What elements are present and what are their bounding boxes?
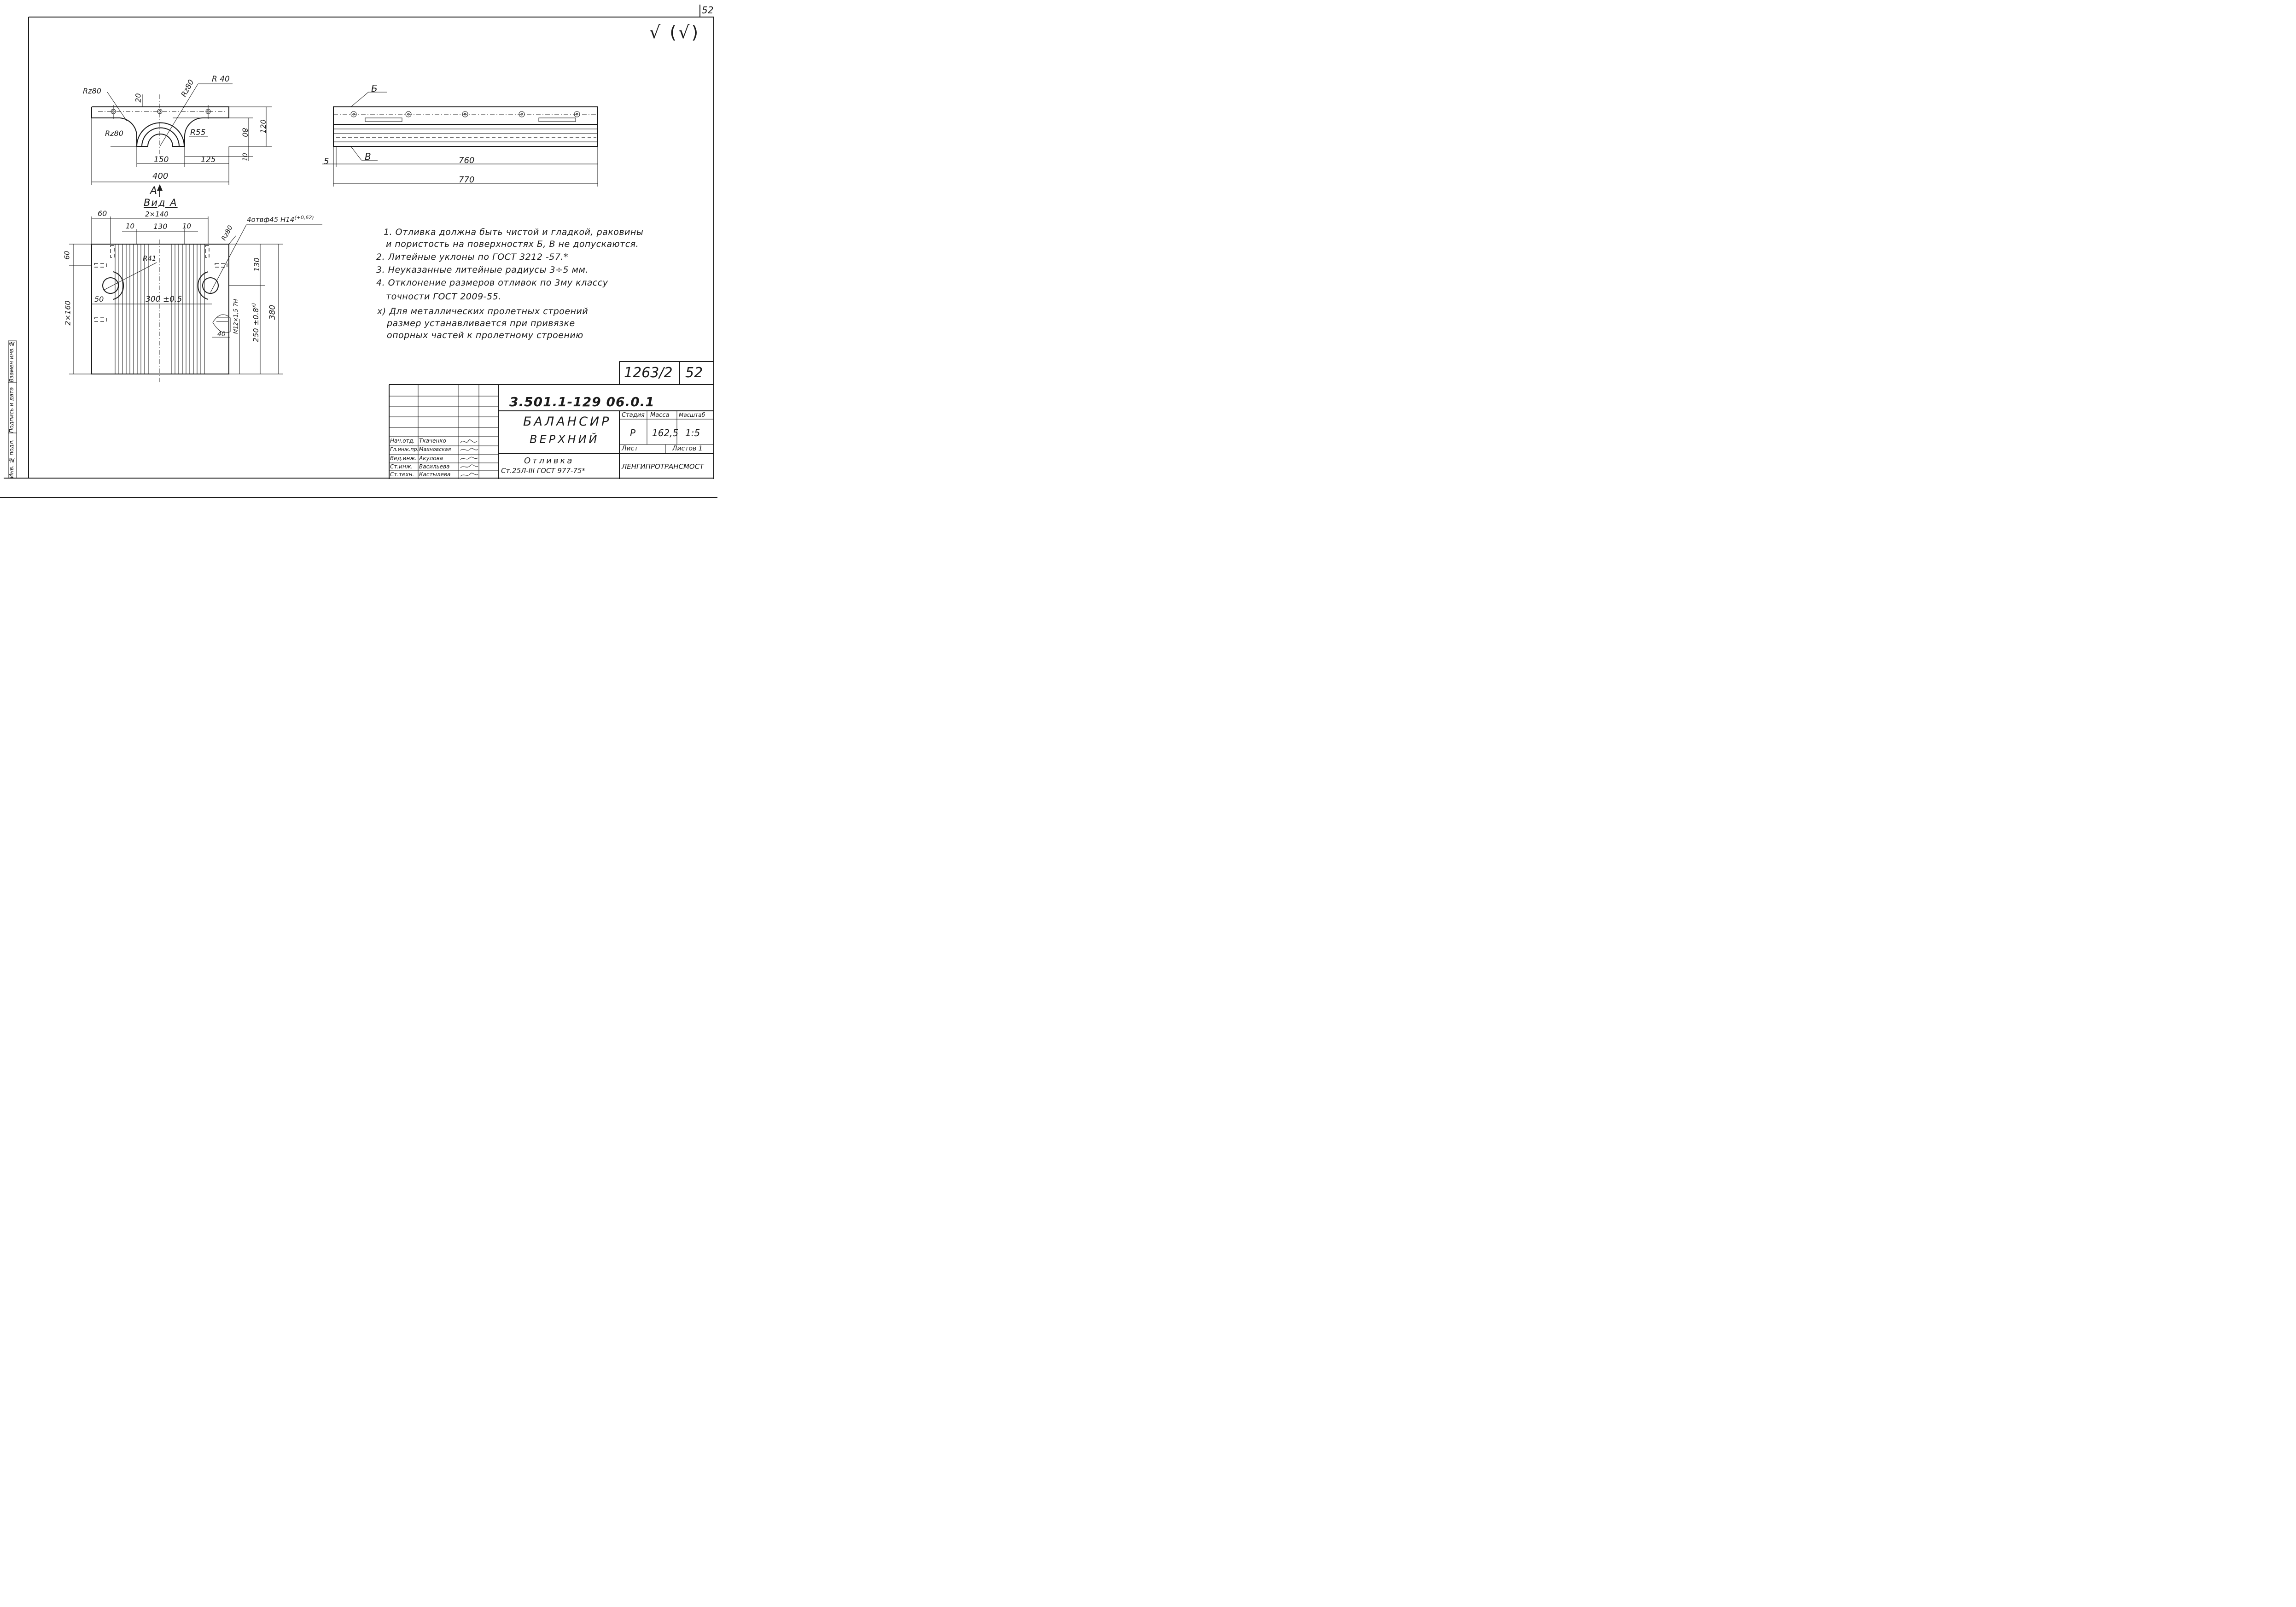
- stage-label: Стадия: [622, 412, 645, 419]
- label-d125: 125: [201, 155, 216, 164]
- front-elevation: [91, 83, 272, 197]
- note-line: 1. Отливка должна быть чистой и гладкой,…: [384, 227, 644, 237]
- signature-name: Васильева: [419, 463, 450, 470]
- signature-role: Ст.техн.: [390, 471, 414, 478]
- material-line1: Отливка: [524, 456, 574, 466]
- label-d5: 5: [324, 157, 329, 166]
- organization-name: ЛЕНГИПРОТРАНСМОСТ: [622, 462, 704, 471]
- title-block-grid: [389, 361, 714, 479]
- label-va-d10-left: 10: [126, 222, 135, 230]
- strip-inv-no: Инв. № подл.: [8, 439, 15, 478]
- part-name-line2: верхний: [530, 433, 600, 446]
- signature-role: Нач.отд.: [390, 438, 415, 444]
- label-va-thread: M12×1,5-7H: [232, 299, 239, 334]
- plan-view: [69, 216, 322, 382]
- sheet-frame: [0, 5, 717, 498]
- signature-name: Кастылева: [419, 471, 451, 478]
- drawing-sheet: [0, 5, 717, 498]
- stage-value: Р: [630, 427, 636, 438]
- signature-role: Ст.инж.: [390, 463, 413, 470]
- holes-spec: 4отвф45 H14: [247, 216, 295, 224]
- strip-replaced-inv: Взамен инв.№: [8, 340, 15, 382]
- signature-name: Ткаченко: [419, 438, 446, 444]
- handwritten-signatures: [460, 439, 478, 477]
- note-line: 2. Литейные уклоны по ГОСТ 3212 -57.*: [376, 252, 569, 262]
- label-va-2x140: 2×140: [145, 210, 169, 218]
- label-va-d130: 130: [153, 222, 168, 231]
- label-va-d60-top: 60: [98, 209, 107, 218]
- label-d150: 150: [154, 155, 169, 164]
- signature-name: Махновская: [419, 446, 451, 452]
- mass-label: Масса: [650, 412, 670, 419]
- label-section-a: A: [150, 185, 157, 197]
- strip-signature-date: Подпись и дата: [8, 387, 15, 433]
- label-va-d10-right: 10: [182, 222, 192, 230]
- sheets-label: Листов 1: [672, 445, 703, 452]
- scale-label: Масштаб: [679, 412, 705, 418]
- scale-value: 1:5: [685, 427, 700, 438]
- label-va-2x160: 2×160: [63, 300, 72, 326]
- view-a-title: Вид А: [144, 197, 178, 208]
- note-line: 4. Отклонение размеров отливок по 3му кл…: [376, 278, 608, 288]
- label-rz-left: Rz80: [83, 87, 101, 95]
- label-va-d380: 380: [268, 304, 278, 320]
- sheet-number: 52: [685, 365, 703, 381]
- sheet-label: Лист: [622, 445, 638, 452]
- holes-tolerance: (+0,62): [294, 215, 314, 221]
- d250-value: 250 ±0.8: [251, 308, 260, 342]
- project-number: 1263/2: [624, 365, 673, 381]
- label-d770: 770: [459, 175, 475, 185]
- label-surface-v: В: [365, 151, 371, 162]
- label-d120: 120: [258, 119, 268, 134]
- note-line: 3. Неуказанные литейные радиусы 3÷5 мм.: [376, 265, 589, 275]
- page-corner-number: 52: [702, 5, 714, 16]
- note-line: и пористость на поверхностях Б, В не доп…: [386, 239, 639, 249]
- label-d80: 80: [240, 128, 250, 137]
- label-va-d250: 250 ±0.8x): [251, 303, 260, 342]
- label-d400: 400: [152, 171, 169, 181]
- mass-value: 162,5: [652, 427, 679, 438]
- label-va-r41: R41: [143, 254, 157, 263]
- label-va-d40: 40: [217, 331, 226, 338]
- signature-role: Гл.инж.пр.: [390, 446, 419, 452]
- label-d760: 760: [459, 156, 475, 165]
- note-line: опорных частей к пролетному строению: [387, 330, 583, 340]
- label-r55: R55: [190, 128, 206, 137]
- label-va-holes: 4отвф45 H14(+0,62): [247, 215, 314, 224]
- label-r40: R 40: [212, 75, 230, 84]
- note-line: x) Для металлических пролетных строений: [377, 306, 589, 316]
- part-name-line1: Балансир: [523, 415, 612, 429]
- signature-role: Вед.инж.: [390, 455, 417, 462]
- label-surface-b: Б: [371, 83, 378, 94]
- note-line: точности ГОСТ 2009-55.: [386, 292, 501, 302]
- material-line2: Ст.25Л-III ГОСТ 977-75*: [501, 467, 585, 475]
- roughness-symbol: √ (√): [649, 22, 700, 42]
- label-rz-low: Rz80: [105, 129, 123, 138]
- label-d10-top: 10: [241, 153, 249, 161]
- d250-note-mark: x): [251, 303, 257, 308]
- note-line: размер устанавливается при привязке: [387, 318, 575, 328]
- label-va-d300: 300 ±0.5: [146, 295, 182, 304]
- document-code: 3.501.1-129 06.0.1: [509, 394, 655, 409]
- side-elevation: [322, 92, 598, 187]
- label-va-d60-side: 60: [63, 251, 71, 260]
- label-va-d130-side: 130: [252, 257, 261, 272]
- signature-name: Акулова: [419, 455, 443, 462]
- label-d20: 20: [134, 93, 143, 103]
- label-va-d50: 50: [94, 295, 104, 304]
